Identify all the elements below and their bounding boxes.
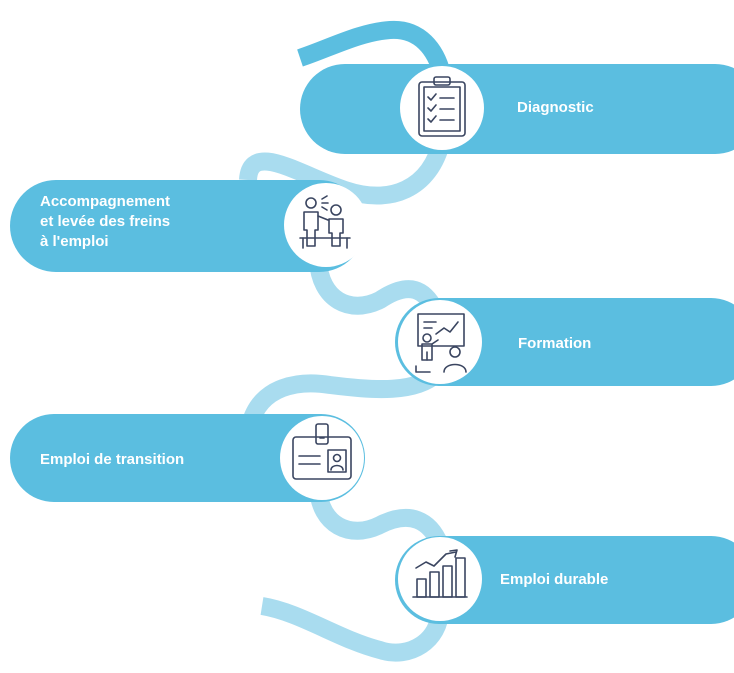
step-label-emploi-transition: Emploi de transition [40, 451, 185, 468]
connector-bottom [260, 597, 449, 662]
icon-circle-3 [398, 300, 482, 384]
step-label-diagnostic: Diagnostic [517, 99, 594, 116]
icon-circle-1 [400, 66, 484, 150]
id-badge-icon [292, 423, 352, 480]
band-accompagnement [10, 180, 365, 272]
step-label-formation: Formation [518, 335, 592, 352]
step-label-emploi-durable: Emploi durable [500, 571, 609, 588]
connector-2-3 [309, 259, 444, 315]
counseling-people-icon [299, 195, 351, 249]
icon-circle-2 [284, 183, 368, 267]
step-label-accompagnement: Accompagnement et levée des freins à l'e… [40, 193, 171, 250]
connector-3-4 [241, 363, 448, 428]
band-emploi-transition [10, 414, 365, 502]
connector-4-5 [309, 486, 449, 549]
icon-circle-5 [398, 537, 482, 621]
growth-chart-icon [412, 549, 468, 598]
band-emploi-durable [395, 536, 734, 624]
connector-top [297, 20, 451, 77]
band-formation [395, 298, 734, 386]
clipboard-checklist-icon [418, 76, 466, 137]
presentation-teacher-icon [415, 313, 467, 373]
